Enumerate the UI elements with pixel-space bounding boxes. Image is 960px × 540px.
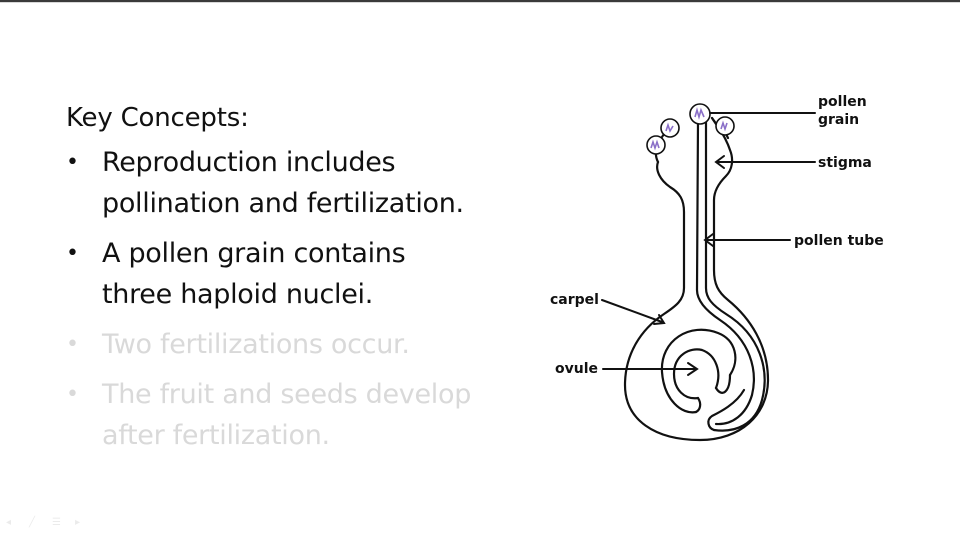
bullet-line: three haploid nuclei. [102, 279, 374, 310]
top-border-shadow [0, 2, 960, 3]
bullet-line: after fertilization. [102, 420, 330, 451]
slide-text-area: Key Concepts: • Reproduction includes po… [66, 98, 516, 465]
bullet-marker: • [66, 150, 79, 175]
label-pollen-tube: pollen tube [794, 233, 884, 249]
slide-heading: Key Concepts: [66, 103, 249, 133]
pollen-grain-icon [715, 116, 735, 136]
label-grain-line: grain [818, 112, 860, 128]
bullet-marker: • [66, 332, 79, 357]
label-stigma: stigma [818, 155, 872, 171]
bullet-line: Two fertilizations occur. [102, 329, 410, 360]
bullet-line: pollination and fertilization. [102, 188, 464, 219]
bullet-line: The fruit and seeds develop [102, 379, 472, 410]
label-carpel: carpel [550, 292, 599, 308]
bullet-item-dimmed: • Two fertilizations occur. [66, 324, 516, 365]
bullet-marker: • [66, 241, 79, 266]
bullet-item: • A pollen grain contains three haploid … [66, 233, 516, 315]
label-ovule: ovule [555, 361, 599, 377]
label-pollen-line: pollen [818, 94, 867, 110]
bullet-item-dimmed: • The fruit and seeds develop after fert… [66, 374, 516, 456]
arrow-icon[interactable]: ▸ [75, 517, 81, 528]
bullet-item: • Reproduction includes pollination and … [66, 142, 516, 224]
flower-fertilization-diagram: pollen grain stigma pollen tube carpel o… [540, 88, 910, 458]
bullet-line: A pollen grain contains [102, 238, 406, 269]
pen-icon[interactable]: ╱ [29, 517, 36, 528]
top-border [0, 0, 960, 2]
bullet-line: Reproduction includes [102, 147, 396, 178]
menu-icon[interactable]: ☰ [52, 517, 61, 528]
pollen-grain-icon [660, 118, 680, 138]
carpel-diagram-svg [601, 103, 816, 442]
bullet-marker: • [66, 382, 79, 407]
presentation-toolbar: ◂ ╱ ☰ ▸ [6, 518, 87, 528]
pointer-icon[interactable]: ◂ [6, 517, 12, 528]
label-pollen-grain: pollen grain [818, 93, 867, 129]
bullet-list: • Reproduction includes pollination and … [66, 142, 516, 456]
